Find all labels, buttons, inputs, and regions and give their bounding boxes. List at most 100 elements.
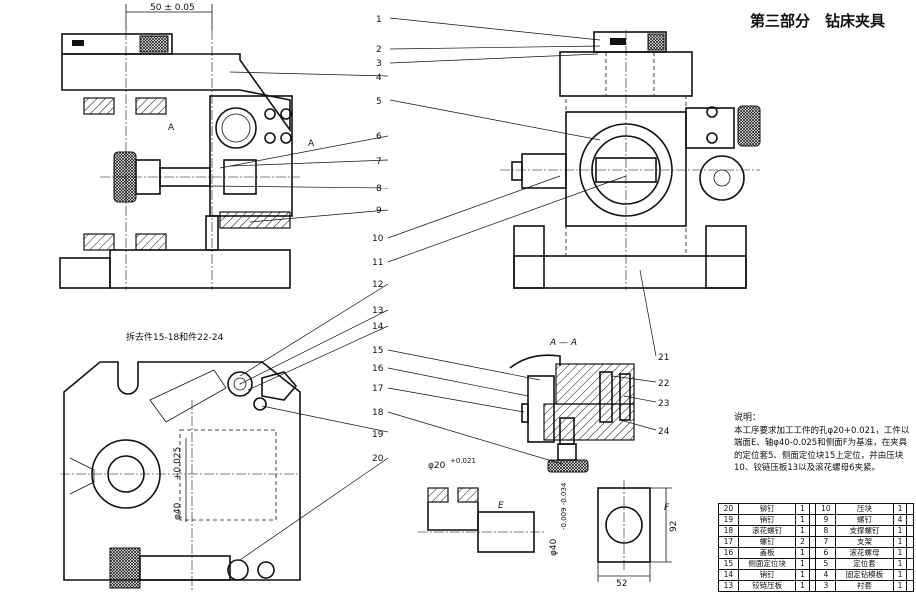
bom-cell: 1 — [892, 547, 908, 559]
bom-cell — [808, 558, 817, 570]
bom-cell: 滚花螺钉 — [737, 525, 797, 537]
detail-workpiece: φ20 +0.021 E φ40 -0.009 -0.034 — [418, 457, 568, 556]
callout-11: 11 — [372, 258, 383, 268]
callout-10: 10 — [372, 234, 384, 244]
section-mark-a: A — [168, 123, 175, 133]
bom-cell: 1 — [795, 547, 810, 559]
callout-17: 17 — [372, 384, 383, 394]
callout-9: 9 — [376, 206, 382, 216]
notes-body: 本工序要求加工工件的孔φ20+0.021，工件以端面E、轴φ40-0.025和侧… — [734, 425, 910, 474]
bom-cell: 14 — [718, 569, 739, 581]
section-mark-a-2: A — [308, 139, 315, 149]
pin-dia: φ40 — [549, 538, 559, 556]
bom-cell — [906, 547, 914, 559]
bom-cell: 支架 — [835, 536, 894, 548]
callout-16: 16 — [372, 364, 384, 374]
bom-cell — [808, 547, 817, 559]
callout-6: 6 — [376, 132, 382, 142]
bore-dia: φ20 — [428, 461, 446, 471]
bom-cell: 盖板 — [737, 547, 797, 559]
bom-cell: 定位套 — [835, 558, 894, 570]
bom-cell — [906, 503, 914, 515]
bom-cell: 1 — [795, 580, 810, 592]
bom-cell: 4 — [815, 569, 837, 581]
bom-cell — [906, 569, 914, 581]
callout-22: 22 — [658, 379, 669, 389]
inner-tol: +0.025 — [173, 447, 183, 480]
bom-cell: 销钉 — [737, 569, 797, 581]
callout-14: 14 — [372, 322, 384, 332]
bom-cell: 固定钻模板 — [835, 569, 894, 581]
bom-cell: 1 — [795, 514, 810, 526]
bom-cell: 20 — [718, 503, 739, 515]
bom-cell: 10 — [815, 503, 837, 515]
callout-19: 19 — [372, 430, 384, 440]
callout-13: 13 — [372, 306, 383, 316]
bore-tol: +0.021 — [450, 457, 476, 465]
bom-cell: 2 — [795, 536, 810, 548]
bom-cell: 1 — [795, 569, 810, 581]
bom-cell — [906, 514, 914, 526]
block-height: 92 — [669, 521, 679, 532]
bom-cell — [808, 580, 817, 592]
bom-cell: 铆钉 — [737, 503, 797, 515]
leader-lines — [209, 17, 657, 561]
plan-view: 拆去件15-18和件22-24 φ40 +0.025 — [60, 331, 301, 590]
notes-block: 说明： 本工序要求加工工件的孔φ20+0.021，工件以端面E、轴φ40-0.0… — [734, 412, 914, 475]
bom-cell — [808, 514, 817, 526]
detail-block: 52 92 F — [597, 480, 679, 589]
bom-cell: 螺钉 — [835, 514, 894, 526]
bom-cell — [906, 580, 914, 592]
bom-cell: 支撑螺钉 — [835, 525, 894, 537]
callout-24: 24 — [658, 427, 670, 437]
callout-numbers: 1 2 3 4 5 6 7 8 9 10 11 12 13 14 15 16 1… — [372, 15, 670, 464]
bom-cell: 滚花螺母 — [835, 547, 894, 559]
face-f: F — [664, 503, 670, 513]
callout-20: 20 — [372, 454, 384, 464]
bom-cell: 1 — [892, 503, 908, 515]
bom-cell: 侧面定位块 — [737, 558, 797, 570]
callout-2: 2 — [376, 45, 382, 55]
bom-cell: 销钉 — [737, 514, 797, 526]
bom-cell: 4 — [892, 514, 908, 526]
side-view — [500, 30, 761, 290]
bom-cell: 5 — [815, 558, 837, 570]
face-e: E — [498, 501, 504, 511]
callout-1: 1 — [376, 15, 382, 25]
bom-cell — [906, 558, 914, 570]
bom-cell — [906, 536, 914, 548]
section-title: A — A — [549, 338, 577, 348]
callout-4: 4 — [376, 73, 382, 83]
removed-parts-note: 拆去件15-18和件22-24 — [126, 331, 224, 343]
bom-cell: 衬套 — [835, 580, 894, 592]
bom-cell — [808, 525, 817, 537]
bom-cell: 1 — [892, 569, 908, 581]
bom-cell: 3 — [815, 580, 837, 592]
dim-top-width: 50 ± 0.05 — [150, 3, 195, 13]
callout-5: 5 — [376, 97, 382, 107]
bom-cell: 13 — [718, 580, 739, 592]
bom-cell: 1 — [892, 580, 908, 592]
notes-heading: 说明： — [734, 413, 762, 423]
bom-cell: 18 — [718, 525, 739, 537]
bom-cell: 6 — [815, 547, 837, 559]
bom-cell: 1 — [795, 503, 810, 515]
bom-cell: 7 — [815, 536, 837, 548]
bom-cell: 8 — [815, 525, 837, 537]
bom-cell: 1 — [795, 558, 810, 570]
bom-cell: 螺钉 — [737, 536, 797, 548]
callout-12: 12 — [372, 280, 383, 290]
block-width: 52 — [616, 579, 627, 589]
bom-cell: 1 — [892, 558, 908, 570]
bom-cell: 铰链压板 — [737, 580, 797, 592]
callout-3: 3 — [376, 59, 382, 69]
